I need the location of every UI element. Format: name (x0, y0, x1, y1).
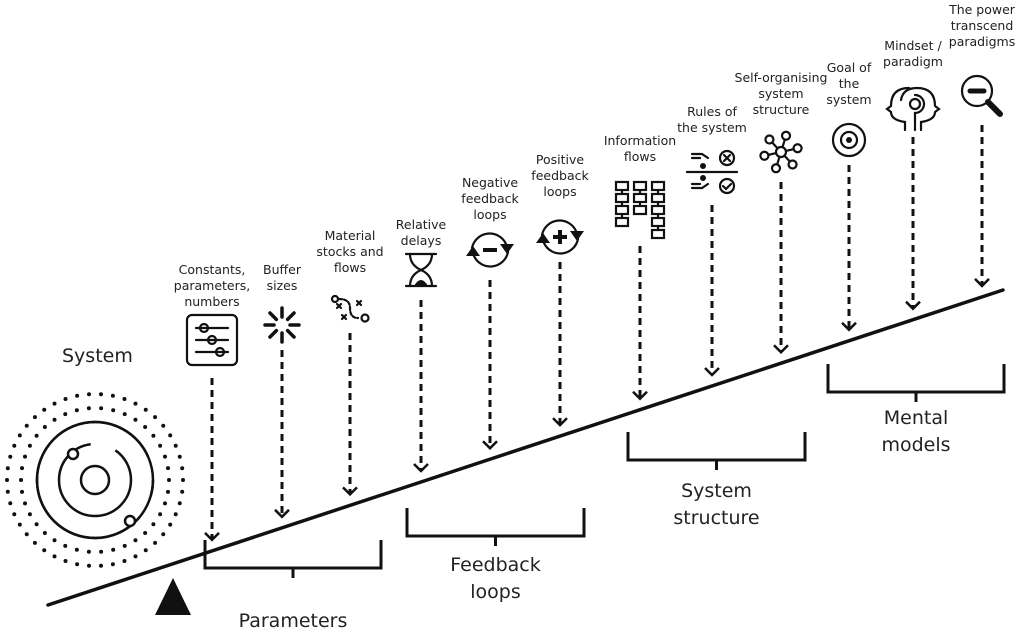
leverage-point (831, 122, 867, 332)
leverage-point (185, 313, 239, 542)
arrow-head (773, 344, 789, 354)
leverage-point (685, 149, 739, 377)
leverage-point-label: Goal of the system (826, 60, 872, 107)
arrow-head (632, 390, 648, 401)
leverage-point-label: Relative delays (395, 217, 447, 248)
blocks-icon (614, 180, 666, 240)
leverage-point-label: Positive feedback loops (531, 152, 589, 199)
leverage-point (614, 180, 666, 401)
leverage-point (536, 219, 584, 427)
leverage-point (885, 86, 941, 311)
arrow-head (204, 532, 220, 542)
arrow-head (552, 417, 568, 427)
flow-path-icon (330, 294, 370, 323)
target-icon (831, 122, 867, 158)
arrow-head (413, 463, 429, 473)
leverage-point-label: Buffer sizes (263, 262, 301, 293)
fulcrum-triangle (155, 578, 191, 615)
leverage-point-label: Material stocks and flows (316, 228, 384, 275)
arrow-head (841, 321, 857, 332)
arrow-head (704, 367, 720, 377)
group-bracket (203, 540, 383, 578)
arrow-head (482, 440, 498, 450)
hourglass-icon (404, 252, 438, 288)
group-label: Mental models (881, 407, 951, 456)
arrow-head (342, 486, 358, 497)
loop-minus-icon (466, 232, 514, 268)
group-label: Feedback loops (450, 554, 541, 603)
loop-plus-icon (536, 219, 584, 255)
lever-line (46, 288, 1005, 607)
group-label: Parameters (238, 610, 348, 632)
heads-icon (885, 86, 941, 132)
group-bracket (826, 364, 1006, 402)
leverage-point-label: Information flows (603, 133, 677, 164)
burst-icon (263, 306, 301, 344)
leverage-point (263, 306, 301, 519)
system-title: System (62, 345, 133, 367)
group-bracket (405, 508, 586, 546)
magnifier-minus-icon (960, 74, 1003, 117)
leverage-point (330, 294, 370, 497)
sliders-icon (185, 313, 239, 367)
group-label: System structure (673, 480, 760, 529)
arrow-head (274, 508, 290, 519)
leverage-point-label: Constants, parameters, numbers (173, 262, 251, 309)
leverage-point (759, 130, 803, 354)
system-orbit-icon (5, 392, 185, 568)
leverage-point-label: Negative feedback loops (461, 175, 519, 222)
arrow-head (905, 300, 921, 311)
group-bracket (626, 432, 807, 470)
arrow-head (974, 278, 990, 288)
leverage-point (404, 252, 438, 473)
leverage-point-label: The power transcend paradigms (948, 2, 1016, 49)
leverage-point (960, 74, 1003, 288)
leverage-point (466, 232, 514, 450)
leverage-point-label: Self-organising system structure (734, 70, 828, 117)
leverage-point-label: Mindset / paradigm (883, 38, 943, 69)
rules-icon (685, 149, 739, 195)
network-icon (759, 130, 803, 174)
leverage-point-label: Rules of the system (677, 104, 747, 135)
